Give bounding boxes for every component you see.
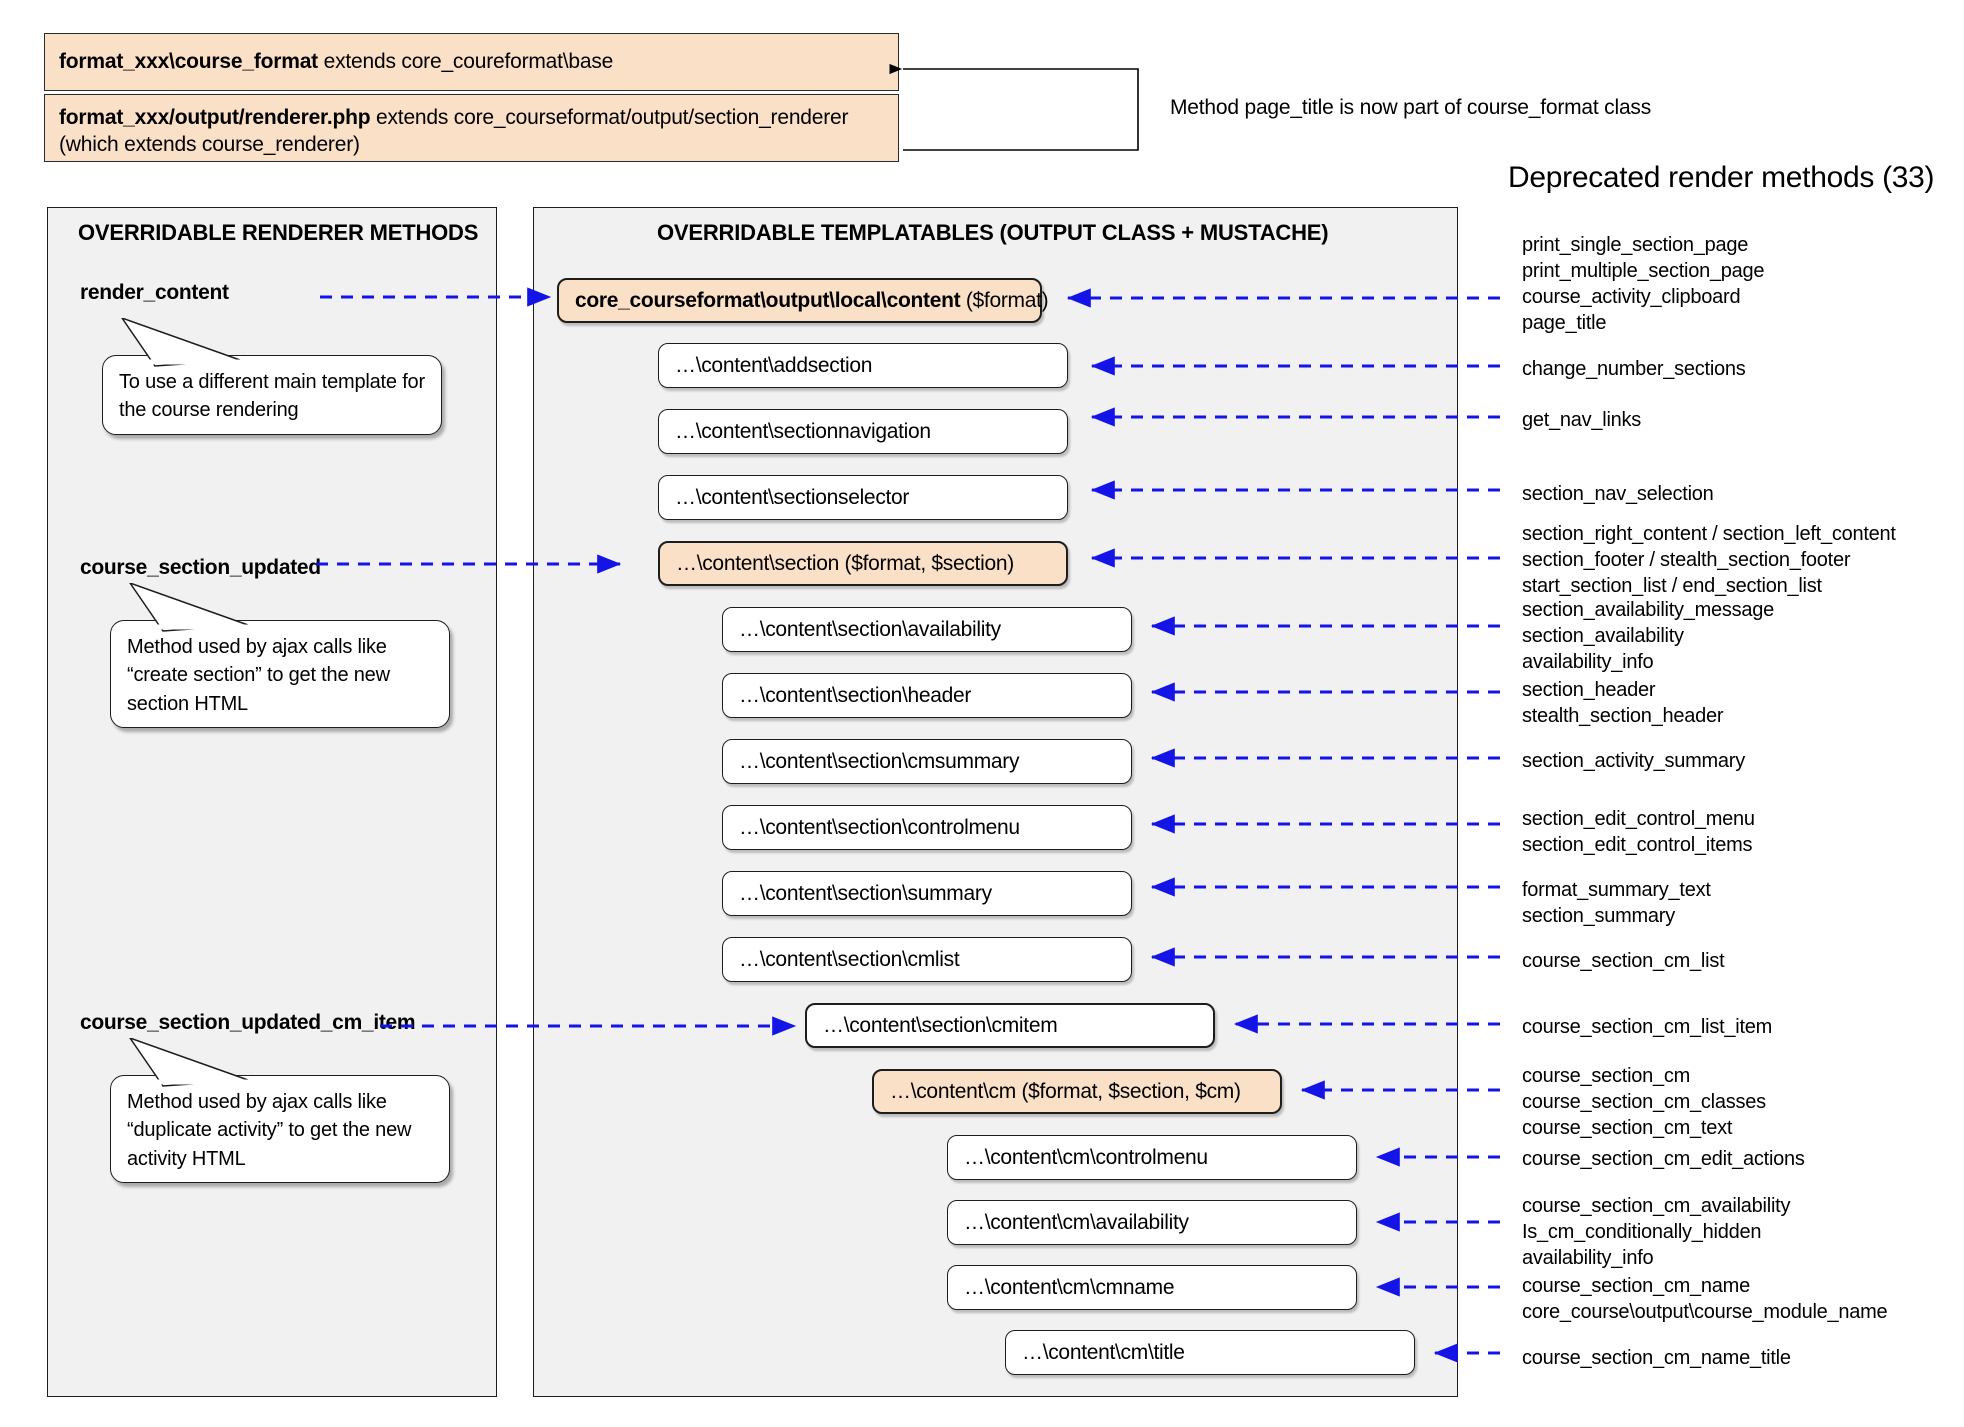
deprecated-group-section: section_right_content / section_left_con… [1522,521,1896,599]
center-panel-title: OVERRIDABLE TEMPLATABLES (OUTPUT CLASS +… [657,220,1329,245]
deprecated-method: print_multiple_section_page [1522,260,1765,282]
deprecated-group-section-cmsummary: section_activity_summary [1522,748,1745,774]
deprecated-group-section-header: section_header stealth_section_header [1522,677,1724,729]
deprecated-method: course_section_cm_name [1522,1275,1750,1297]
deprecated-group-addsection: change_number_sections [1522,356,1746,382]
deprecated-method: course_section_cm [1522,1065,1691,1087]
deprecated-group-section-summary: format_summary_text section_summary [1522,877,1711,929]
deprecated-method: section_nav_selection [1522,483,1714,505]
deprecated-group-cm-title: course_section_cm_name_title [1522,1345,1791,1371]
deprecated-method: course_section_cm_text [1522,1117,1733,1139]
templatable-box-section-summary[interactable]: …\content\section\summary [722,871,1132,916]
deprecated-method: section_header [1522,679,1656,701]
templatable-box-addsection[interactable]: …\content\addsection [658,343,1068,388]
deprecated-method: format_summary_text [1522,879,1711,901]
templatable-box-section[interactable]: …\content\section ($format, $section) [658,541,1068,586]
deprecated-method: page_title [1522,312,1607,334]
deprecated-group-sectionnavigation: get_nav_links [1522,407,1641,433]
callout-course-section-updated-cm-item: Method used by ajax calls like “duplicat… [110,1075,450,1183]
deprecated-group-section-cmlist: course_section_cm_list [1522,948,1725,974]
header-bracket-connector [889,63,1139,151]
templatable-box-content-rest: ($format) [960,288,1049,312]
deprecated-method: Is_cm_conditionally_hidden [1522,1221,1762,1243]
templatable-box-section-controlmenu[interactable]: …\content\section\controlmenu [722,805,1132,850]
templatable-box-content[interactable]: core_courseformat\output\local\content (… [557,278,1049,323]
deprecated-method: section_activity_summary [1522,750,1745,772]
center-panel-overridable-templatables [533,207,1458,1397]
class-box-renderer-php-bold: format_xxx/output/renderer.php [59,106,371,129]
deprecated-method: course_section_cm_availability [1522,1195,1791,1217]
deprecated-method: get_nav_links [1522,409,1642,431]
templatable-box-cm-cmname[interactable]: …\content\cm\cmname [947,1265,1357,1310]
class-box-course-format-rest: extends core_coureformat\base [317,50,614,74]
deprecated-method: course_section_cm_list [1522,950,1725,972]
deprecated-group-content: print_single_section_page print_multiple… [1522,232,1765,336]
deprecated-group-section-controlmenu: section_edit_control_menu section_edit_c… [1522,806,1755,858]
deprecated-method: stealth_section_header [1522,705,1724,727]
deprecated-group-section-availability: section_availability_message section_ava… [1522,597,1774,675]
deprecated-method: course_activity_clipboard [1522,286,1741,308]
deprecated-method: availability_info [1522,1247,1654,1269]
templatable-box-section-cmlist[interactable]: …\content\section\cmlist [722,937,1132,982]
method-label-course-section-updated[interactable]: course_section_updated [80,556,321,579]
deprecated-method: section_edit_control_items [1522,834,1753,856]
method-label-render-content[interactable]: render_content [80,281,229,304]
deprecated-method: core_course\output\course_module_name [1522,1301,1888,1323]
deprecated-group-cm-controlmenu: course_section_cm_edit_actions [1522,1146,1805,1172]
templatable-box-section-cmsummary[interactable]: …\content\section\cmsummary [722,739,1132,784]
deprecated-method: start_section_list / end_section_list [1522,575,1822,597]
templatable-box-section-cmitem[interactable]: …\content\section\cmitem [805,1003,1215,1048]
deprecated-group-cm-cmname: course_section_cm_name core_course\outpu… [1522,1273,1888,1325]
templatable-box-content-text: core_courseformat\output\local\content (… [575,288,1049,313]
deprecated-method: availability_info [1522,651,1654,673]
templatable-box-section-availability[interactable]: …\content\section\availability [722,607,1132,652]
page-title-note: Method page_title is now part of course_… [1170,96,1652,119]
deprecated-group-cm: course_section_cm course_section_cm_clas… [1522,1063,1766,1141]
templatable-box-section-header[interactable]: …\content\section\header [722,673,1132,718]
deprecated-method: section_summary [1522,905,1675,927]
callout-render-content: To use a different main template for the… [102,355,442,435]
deprecated-method: course_section_cm_edit_actions [1522,1148,1805,1170]
deprecated-group-section-cmitem: course_section_cm_list_item [1522,1014,1772,1040]
deprecated-method: change_number_sections [1522,358,1746,380]
deprecated-method: section_availability_message [1522,599,1775,621]
templatable-box-cm[interactable]: …\content\cm ($format, $section, $cm) [872,1069,1282,1114]
callout-course-section-updated: Method used by ajax calls like “create s… [110,620,450,728]
deprecated-methods-title: Deprecated render methods (33) [1508,161,1935,194]
deprecated-method: section_right_content / section_left_con… [1522,523,1896,545]
deprecated-group-sectionselector: section_nav_selection [1522,481,1714,507]
templatable-box-cm-availability[interactable]: …\content\cm\availability [947,1200,1357,1245]
class-box-course-format-text: format_xxx\course_format extends core_co… [59,48,613,75]
templatable-box-cm-controlmenu[interactable]: …\content\cm\controlmenu [947,1135,1357,1180]
class-box-course-format-bold: format_xxx\course_format [59,50,318,74]
class-box-renderer-php: format_xxx/output/renderer.php extends c… [44,94,899,162]
left-panel-title: OVERRIDABLE RENDERER METHODS [78,220,479,245]
deprecated-method: course_section_cm_list_item [1522,1016,1773,1038]
class-box-renderer-php-text: format_xxx/output/renderer.php extends c… [59,104,884,159]
templatable-box-sectionnavigation[interactable]: …\content\sectionnavigation [658,409,1068,454]
class-box-renderer-php-rest: extends core_courseformat/output/section… [59,106,849,157]
deprecated-method: section_edit_control_menu [1522,808,1755,830]
templatable-box-content-bold: core_courseformat\output\local\content [575,288,961,312]
method-label-course-section-updated-cm-item[interactable]: course_section_updated_cm_item [80,1011,416,1034]
deprecated-group-cm-availability: course_section_cm_availability Is_cm_con… [1522,1193,1790,1271]
class-box-course-format: format_xxx\course_format extends core_co… [44,33,899,91]
deprecated-method: section_availability [1522,625,1684,647]
deprecated-method: course_section_cm_name_title [1522,1347,1791,1369]
deprecated-method: course_section_cm_classes [1522,1091,1766,1113]
templatable-box-sectionselector[interactable]: …\content\sectionselector [658,475,1068,520]
templatable-box-cm-title[interactable]: …\content\cm\title [1005,1330,1415,1375]
deprecated-method: print_single_section_page [1522,234,1749,256]
deprecated-method: section_footer / stealth_section_footer [1522,549,1851,571]
